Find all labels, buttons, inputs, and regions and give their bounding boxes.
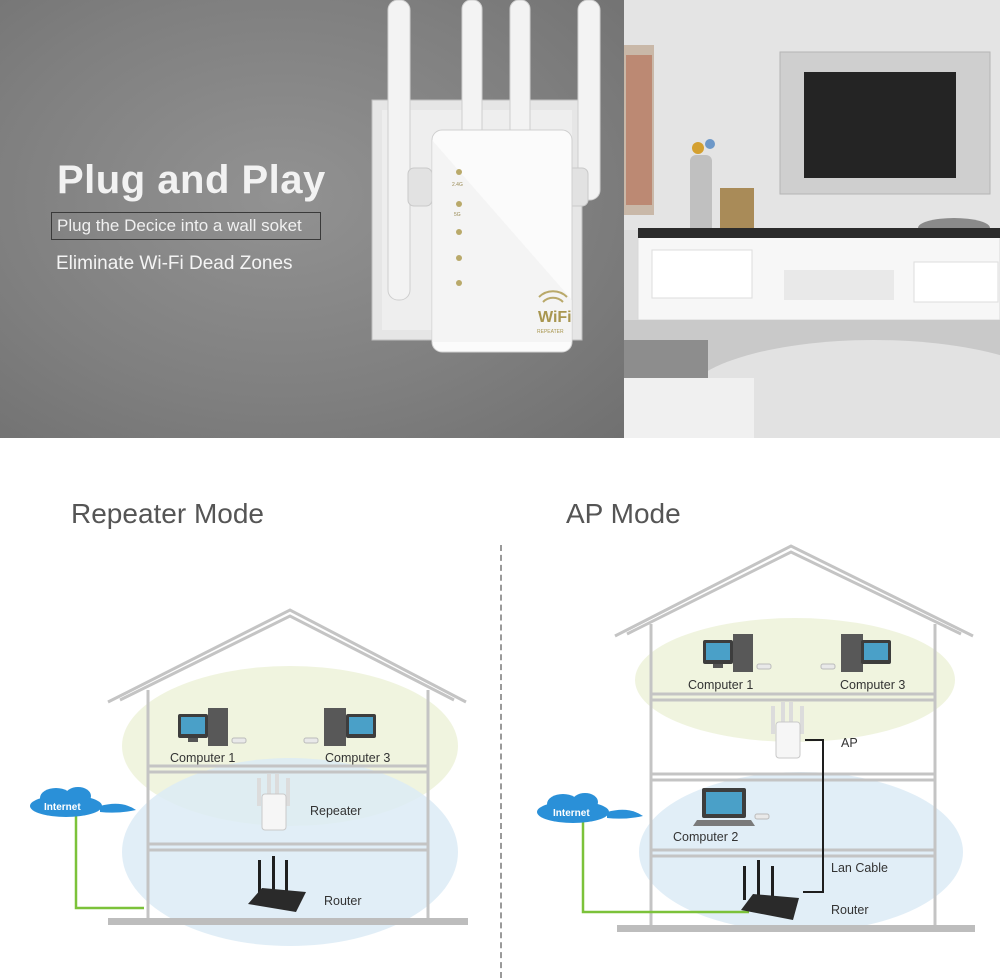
computer-1-icon [178, 708, 247, 746]
device-logo: WiFi [538, 309, 572, 326]
computer-3-icon [820, 634, 891, 672]
banner: 2.4G 5G WiFi REPEATER [0, 0, 1000, 438]
repeater-mode-diagram: Internet Computer 1 Computer 3 Repeater … [30, 608, 468, 946]
ground [108, 918, 468, 925]
computer-1-label: Computer 1 [688, 678, 753, 692]
house-outline [614, 544, 974, 925]
computer-2-label: Computer 2 [673, 830, 738, 844]
banner-headline: Plug and Play [57, 158, 326, 202]
computer-3-icon [303, 708, 376, 746]
computer-2-laptop-icon [693, 788, 770, 826]
computer-3-label: Computer 3 [840, 678, 905, 692]
ap-mode-diagram: Internet Computer 1 Computer 3 AP Lan Ca… [537, 544, 975, 932]
repeater-mode-title: Repeater Mode [71, 498, 265, 529]
lan-cable-label: Lan Cable [831, 861, 888, 875]
computer-1-icon [703, 634, 772, 672]
router-label: Router [324, 894, 362, 908]
repeater-label: Repeater [310, 804, 361, 818]
internet-label: Internet [553, 808, 590, 819]
ap-mode-title: AP Mode [566, 498, 681, 529]
computer-1-label: Computer 1 [170, 751, 235, 765]
router-icon [248, 856, 306, 912]
internet-cloud-icon [30, 787, 136, 817]
house-outline [107, 608, 467, 918]
internet-cable [74, 816, 144, 910]
wifi-logo-icon [538, 290, 568, 303]
ground [617, 925, 975, 932]
ap-icon [771, 702, 804, 759]
computer-3-label: Computer 3 [325, 751, 390, 765]
led-label-5g: 5G [454, 212, 461, 218]
repeater-icon [257, 774, 290, 831]
banner-subtitle: Eliminate Wi-Fi Dead Zones [56, 253, 293, 274]
internet-cable [581, 822, 749, 914]
internet-cloud-icon [537, 793, 643, 823]
router-label: Router [831, 903, 869, 917]
coverage-zone-blue [639, 772, 963, 932]
lan-cable-line [803, 739, 824, 893]
device-logo-sub: REPEATER [537, 329, 564, 335]
coverage-zone-blue [122, 758, 458, 946]
repeater-device-illustration: 2.4G 5G WiFi REPEATER [371, 0, 601, 353]
internet-label: Internet [44, 802, 81, 813]
ap-label: AP [841, 736, 858, 750]
led-label-24g: 2.4G [452, 182, 463, 188]
router-icon [741, 860, 799, 920]
banner-subtitle-boxed: Plug the Decice into a wall soket [51, 212, 321, 240]
living-room-illustration [624, 0, 1000, 438]
mode-divider [500, 545, 502, 978]
